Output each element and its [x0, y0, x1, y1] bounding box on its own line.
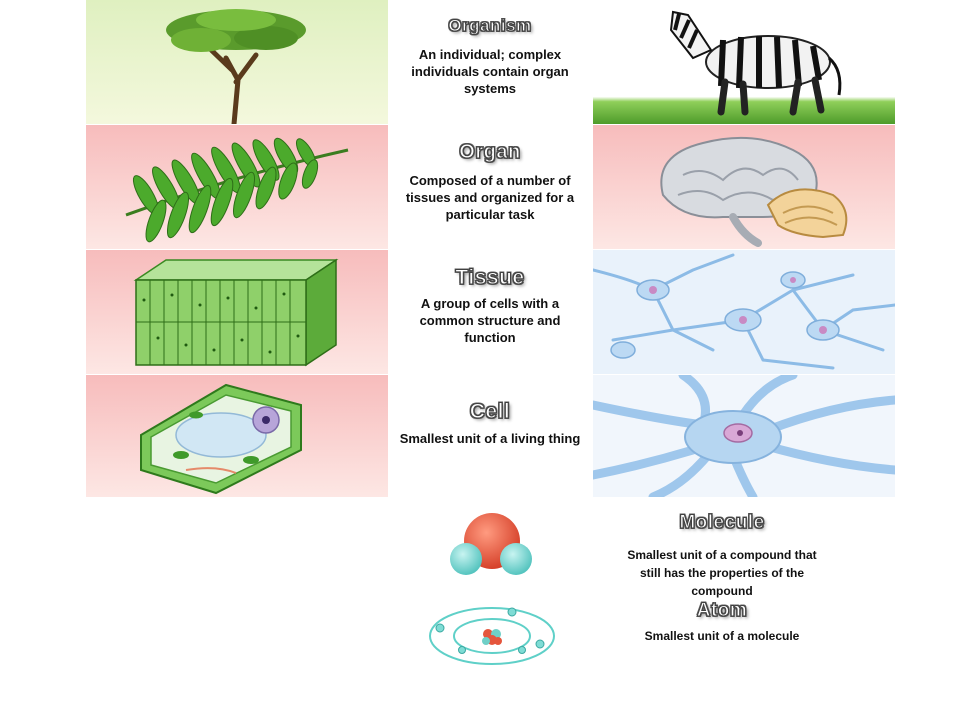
acacia-tree-icon: [166, 9, 306, 124]
molecule-label: Molecule Smallest unit of a compound tha…: [622, 512, 822, 600]
neuron-network-icon: [593, 253, 895, 370]
organ-right-panel: [593, 125, 895, 249]
cell-label: Cell Smallest unit of a living thing: [390, 400, 590, 447]
plant-cell-icon: [140, 383, 302, 495]
cell-title: Cell: [469, 400, 511, 424]
zebra-icon: [669, 10, 842, 116]
water-molecule-icon: [450, 513, 532, 575]
atom-icon: [429, 607, 555, 665]
organism-label: Organism An individual; complex individu…: [390, 16, 590, 97]
cell-left-panel: [86, 375, 388, 497]
cell-right-panel: [593, 375, 895, 497]
molecule-image-panel: [440, 505, 540, 585]
leaf-icon: [125, 137, 349, 243]
organism-title: Organism: [448, 16, 532, 36]
molecule-title: Molecule: [679, 512, 765, 534]
neuron-cell-icon: [593, 375, 895, 497]
atom-label: Atom Smallest unit of a molecule: [622, 600, 822, 645]
cell-description: Smallest unit of a living thing: [399, 431, 581, 446]
molecule-description: Smallest unit of a compound that still h…: [627, 548, 817, 598]
atom-description: Smallest unit of a molecule: [644, 629, 800, 643]
atom-title: Atom: [696, 600, 748, 622]
plant-tissue-icon: [133, 258, 339, 367]
organ-label: Organ Composed of a number of tissues an…: [390, 141, 590, 223]
tissue-right-panel: [593, 250, 895, 374]
organism-right-panel: [593, 0, 895, 124]
tissue-title: Tissue: [455, 266, 525, 290]
organ-title: Organ: [459, 141, 521, 164]
tissue-label: Tissue A group of cells with a common st…: [390, 266, 590, 346]
organ-left-panel: [86, 125, 388, 249]
organism-description: An individual; complex individuals conta…: [411, 47, 569, 96]
atom-image-panel: [422, 600, 562, 672]
brain-icon: [660, 136, 848, 247]
tissue-description: A group of cells with a common structure…: [419, 296, 561, 345]
organism-left-panel: [86, 0, 388, 124]
organ-description: Composed of a number of tissues and orga…: [405, 173, 575, 222]
tissue-left-panel: [86, 250, 388, 374]
